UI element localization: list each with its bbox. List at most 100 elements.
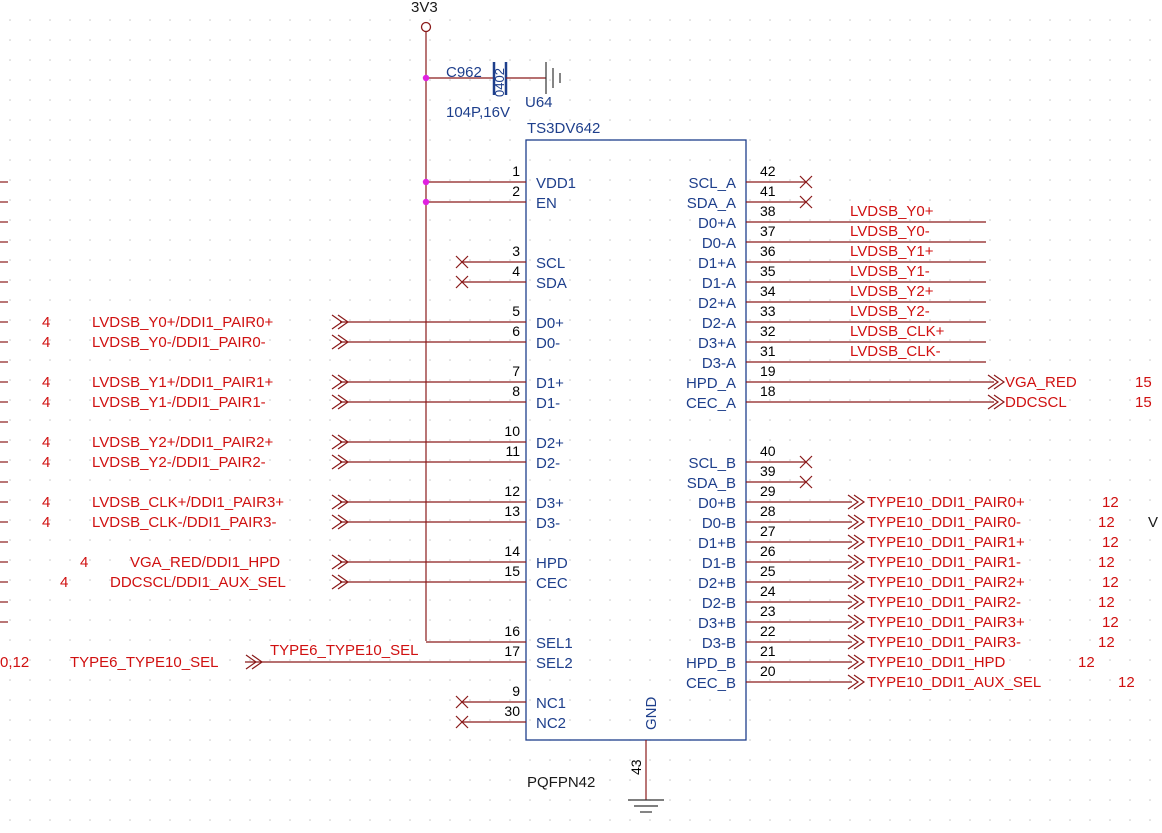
grid-dot bbox=[569, 299, 571, 301]
pin-number-right: 23 bbox=[760, 603, 776, 619]
grid-dot bbox=[529, 319, 531, 321]
grid-dot bbox=[629, 659, 631, 661]
grid-dot bbox=[49, 819, 51, 821]
grid-dot bbox=[1069, 99, 1071, 101]
grid-dot bbox=[449, 459, 451, 461]
grid-dot bbox=[409, 539, 411, 541]
grid-dot bbox=[749, 779, 751, 781]
grid-dot bbox=[129, 819, 131, 821]
net-sheet-ref-left: 4 bbox=[42, 494, 50, 511]
grid-dot bbox=[269, 319, 271, 321]
grid-dot bbox=[1149, 579, 1151, 581]
grid-dot bbox=[169, 739, 171, 741]
grid-dot bbox=[129, 79, 131, 81]
grid-dot bbox=[89, 719, 91, 721]
grid-dot bbox=[149, 659, 151, 661]
grid-dot bbox=[509, 459, 511, 461]
grid-dot bbox=[349, 139, 351, 141]
offpage-connector-left bbox=[331, 574, 350, 590]
grid-dot bbox=[569, 199, 571, 201]
grid-dot bbox=[589, 59, 591, 61]
grid-dot bbox=[309, 679, 311, 681]
grid-dot bbox=[449, 319, 451, 321]
grid-dot bbox=[509, 639, 511, 641]
grid-dot bbox=[269, 219, 271, 221]
grid-dot bbox=[1109, 779, 1111, 781]
grid-dot bbox=[289, 219, 291, 221]
grid-dot bbox=[989, 539, 991, 541]
grid-dot bbox=[329, 119, 331, 121]
grid-dot bbox=[389, 239, 391, 241]
grid-dot bbox=[509, 419, 511, 421]
grid-dot bbox=[1109, 279, 1111, 281]
grid-dot bbox=[489, 179, 491, 181]
grid-dot bbox=[1149, 599, 1151, 601]
grid-dot bbox=[429, 399, 431, 401]
grid-dot bbox=[129, 219, 131, 221]
grid-dot bbox=[169, 179, 171, 181]
grid-dot bbox=[49, 459, 51, 461]
grid-dot bbox=[549, 319, 551, 321]
grid-dot bbox=[129, 99, 131, 101]
grid-dot bbox=[549, 499, 551, 501]
grid-dot bbox=[849, 699, 851, 701]
grid-dot bbox=[589, 379, 591, 381]
grid-dot bbox=[309, 619, 311, 621]
grid-dot bbox=[509, 579, 511, 581]
grid-dot bbox=[89, 579, 91, 581]
grid-dot bbox=[869, 119, 871, 121]
grid-dot bbox=[9, 219, 11, 221]
grid-dot bbox=[729, 79, 731, 81]
grid-dot bbox=[149, 359, 151, 361]
grid-dot bbox=[329, 199, 331, 201]
grid-dot bbox=[869, 399, 871, 401]
grid-dot bbox=[829, 799, 831, 801]
grid-dot bbox=[749, 179, 751, 181]
grid-dot bbox=[569, 499, 571, 501]
grid-dot bbox=[509, 479, 511, 481]
grid-dot bbox=[289, 819, 291, 821]
grid-dot bbox=[49, 359, 51, 361]
grid-dot bbox=[949, 479, 951, 481]
grid-dot bbox=[329, 619, 331, 621]
grid-dot bbox=[669, 659, 671, 661]
grid-dot bbox=[929, 79, 931, 81]
grid-dot bbox=[1069, 759, 1071, 761]
grid-dot bbox=[429, 319, 431, 321]
grid-dot bbox=[769, 359, 771, 361]
grid-dot bbox=[849, 259, 851, 261]
grid-dot bbox=[689, 559, 691, 561]
grid-dot bbox=[169, 339, 171, 341]
grid-dot bbox=[529, 659, 531, 661]
grid-dot bbox=[109, 639, 111, 641]
grid-dot bbox=[1089, 199, 1091, 201]
grid-dot bbox=[749, 539, 751, 541]
grid-dot bbox=[69, 79, 71, 81]
grid-dot bbox=[149, 699, 151, 701]
grid-dot bbox=[49, 719, 51, 721]
grid-dot bbox=[489, 59, 491, 61]
grid-dot bbox=[709, 319, 711, 321]
grid-dot bbox=[549, 179, 551, 181]
grid-dot bbox=[489, 119, 491, 121]
grid-dot bbox=[989, 679, 991, 681]
grid-dot bbox=[929, 799, 931, 801]
grid-dot bbox=[289, 39, 291, 41]
grid-dot bbox=[189, 179, 191, 181]
grid-dot bbox=[649, 99, 651, 101]
grid-dot bbox=[869, 299, 871, 301]
grid-dot bbox=[409, 139, 411, 141]
port-sheet-ref-right-b: 12 bbox=[1078, 654, 1095, 671]
grid-dot bbox=[549, 159, 551, 161]
grid-dot bbox=[869, 259, 871, 261]
grid-dot bbox=[749, 299, 751, 301]
grid-dot bbox=[529, 199, 531, 201]
grid-dot bbox=[989, 239, 991, 241]
grid-dot bbox=[129, 379, 131, 381]
grid-dot bbox=[69, 239, 71, 241]
grid-dot bbox=[529, 119, 531, 121]
grid-dot bbox=[809, 439, 811, 441]
grid-dot bbox=[389, 759, 391, 761]
grid-dot bbox=[1029, 259, 1031, 261]
grid-dot bbox=[1069, 579, 1071, 581]
